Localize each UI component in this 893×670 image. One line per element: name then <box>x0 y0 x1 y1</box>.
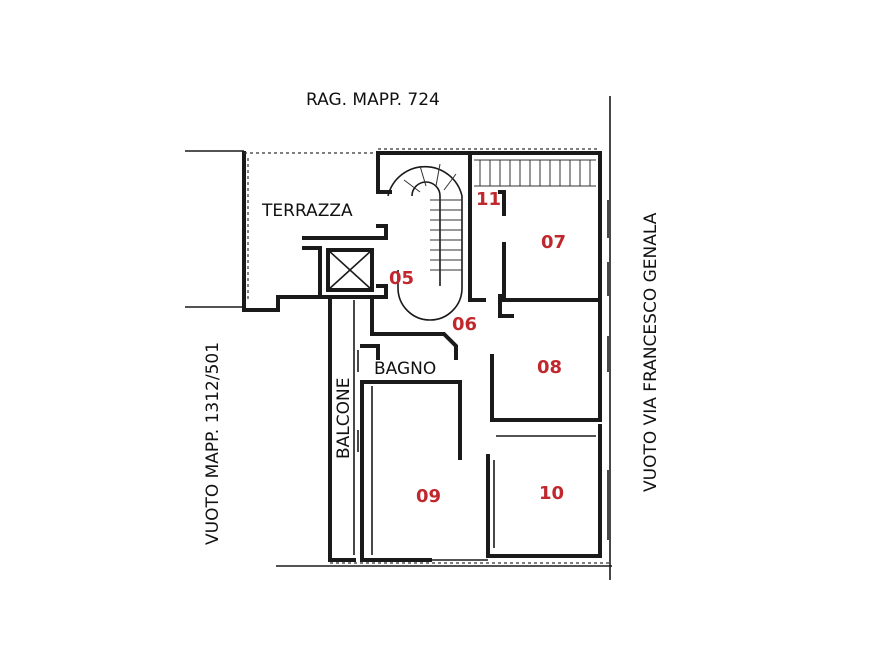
unit-07-walls <box>498 188 609 302</box>
unit-07-label: 07 <box>541 232 566 253</box>
unit-08-walls <box>490 294 609 422</box>
unit-10-walls <box>486 424 609 558</box>
spiral-stair <box>387 151 486 321</box>
north-wall <box>376 148 602 194</box>
north-neighbour-label: RAG. MAPP. 724 <box>306 90 440 110</box>
east-neighbour-label: VUOTO VIA FRANCESCO GENALA <box>641 212 661 492</box>
balcony-label: BALCONE <box>334 378 354 459</box>
terrace-outline <box>242 151 378 312</box>
west-neighbour-label: VUOTO MAPP. 1312/501 <box>203 342 223 545</box>
lift-shaft <box>302 224 388 299</box>
unit-09-label: 09 <box>416 486 441 507</box>
boundary-lines <box>185 96 612 580</box>
unit-08-label: 08 <box>537 357 562 378</box>
corridor-and-bathroom <box>360 298 462 562</box>
unit-05-label: 05 <box>389 268 414 289</box>
balcony-strip <box>328 295 359 562</box>
unit-10-label: 10 <box>539 483 564 504</box>
south-boundary <box>330 559 610 564</box>
unit-11-label: 11 <box>476 189 501 210</box>
terrace-label: TERRAZZA <box>261 201 353 221</box>
unit-06-label: 06 <box>452 314 477 335</box>
straight-stair <box>474 159 596 187</box>
bathroom-label: BAGNO <box>374 359 436 379</box>
